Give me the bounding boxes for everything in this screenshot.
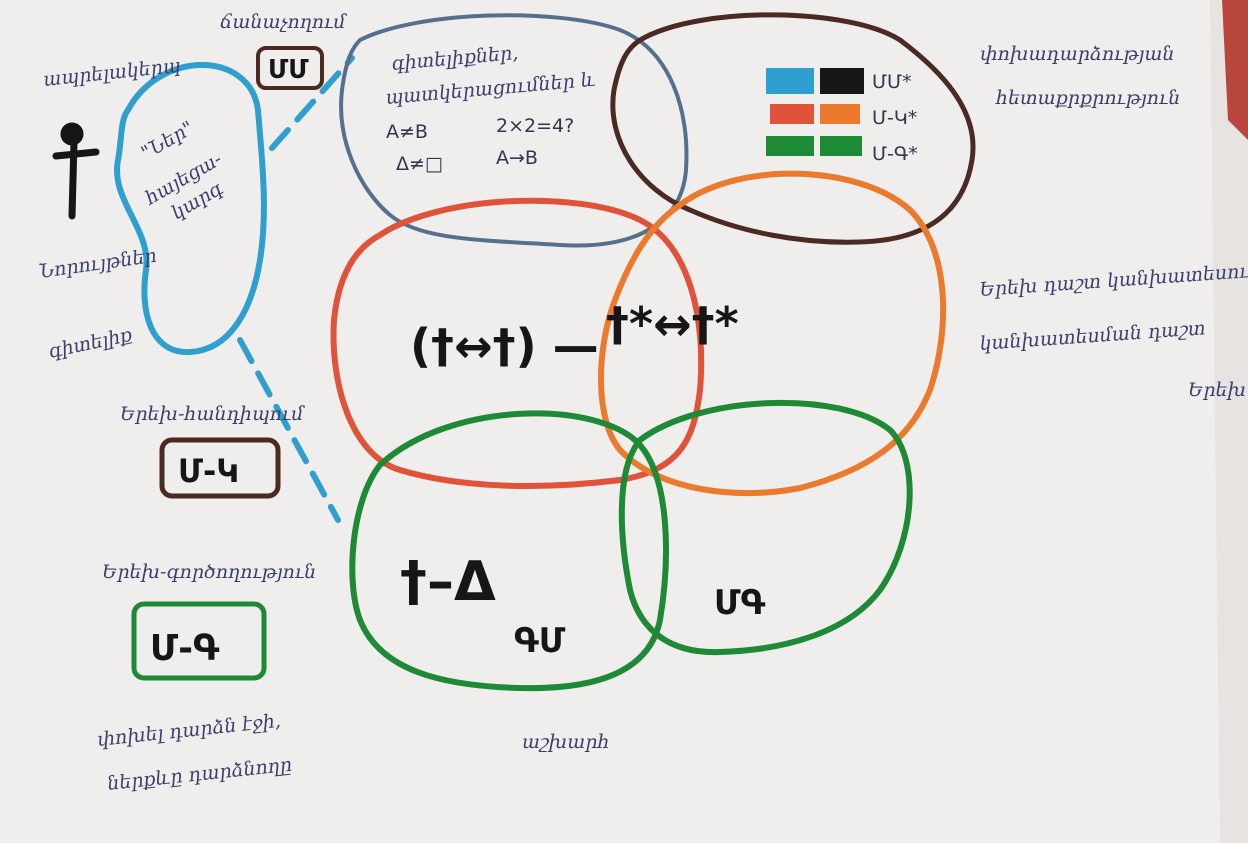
center-star-people: †*↔†* xyxy=(606,297,739,351)
box-mg-frame xyxy=(131,601,267,681)
box-mm-frame xyxy=(256,46,324,90)
center-formula: (†↔†) — xyxy=(410,319,599,373)
legend-mg: Մ-Գ* xyxy=(872,143,918,165)
green-right-code: ՄԳ xyxy=(714,583,766,623)
color-legend-swatches xyxy=(766,68,864,156)
blue-dashed-connector-bottom xyxy=(237,337,341,523)
label-cognition: ճանաչողում xyxy=(220,11,347,33)
box-m4-frame xyxy=(159,437,281,499)
label-interest: հետաքրքրություն xyxy=(995,87,1180,109)
green-right-region xyxy=(618,399,913,656)
brown-region xyxy=(610,12,976,245)
orange-region xyxy=(597,170,947,497)
green-left-code: ԳՄ xyxy=(514,621,566,661)
paper-corner-red xyxy=(1222,0,1248,140)
legend-mm: ՄՄ* xyxy=(872,71,912,93)
slate-region xyxy=(339,13,689,248)
expr-triangle-neq-square: Δ≠□ xyxy=(396,153,443,175)
label-child-meeting: Երեխ-հանդիպում xyxy=(120,403,305,425)
label-reciprocity: փոխադարձության xyxy=(980,43,1174,65)
legend-m4: Մ-Կ* xyxy=(872,107,917,129)
expr-a-neq-b: A≠B xyxy=(386,121,428,143)
right-note-3: Երեխ xyxy=(1188,379,1246,401)
blue-dashed-connector-top xyxy=(269,55,355,151)
person-cross-icon xyxy=(52,122,100,220)
red-region xyxy=(330,197,705,489)
box-m4-text: Մ-Կ xyxy=(178,452,239,490)
label-child-action: Երեխ-գործողություն xyxy=(102,561,316,583)
blue-region xyxy=(113,62,267,356)
box-mm-text: ՄՄ xyxy=(268,55,309,85)
expr-2x2-4: 2×2=4? xyxy=(496,115,574,137)
label-world: աշխարհ xyxy=(522,731,610,753)
green-left-region xyxy=(349,410,669,692)
box-mg-text: Մ-Գ xyxy=(150,628,220,669)
green-left-expr: †–Δ xyxy=(400,550,496,613)
paper-shadow-edge xyxy=(1210,0,1248,843)
expr-a-to-b: A→B xyxy=(496,147,538,169)
